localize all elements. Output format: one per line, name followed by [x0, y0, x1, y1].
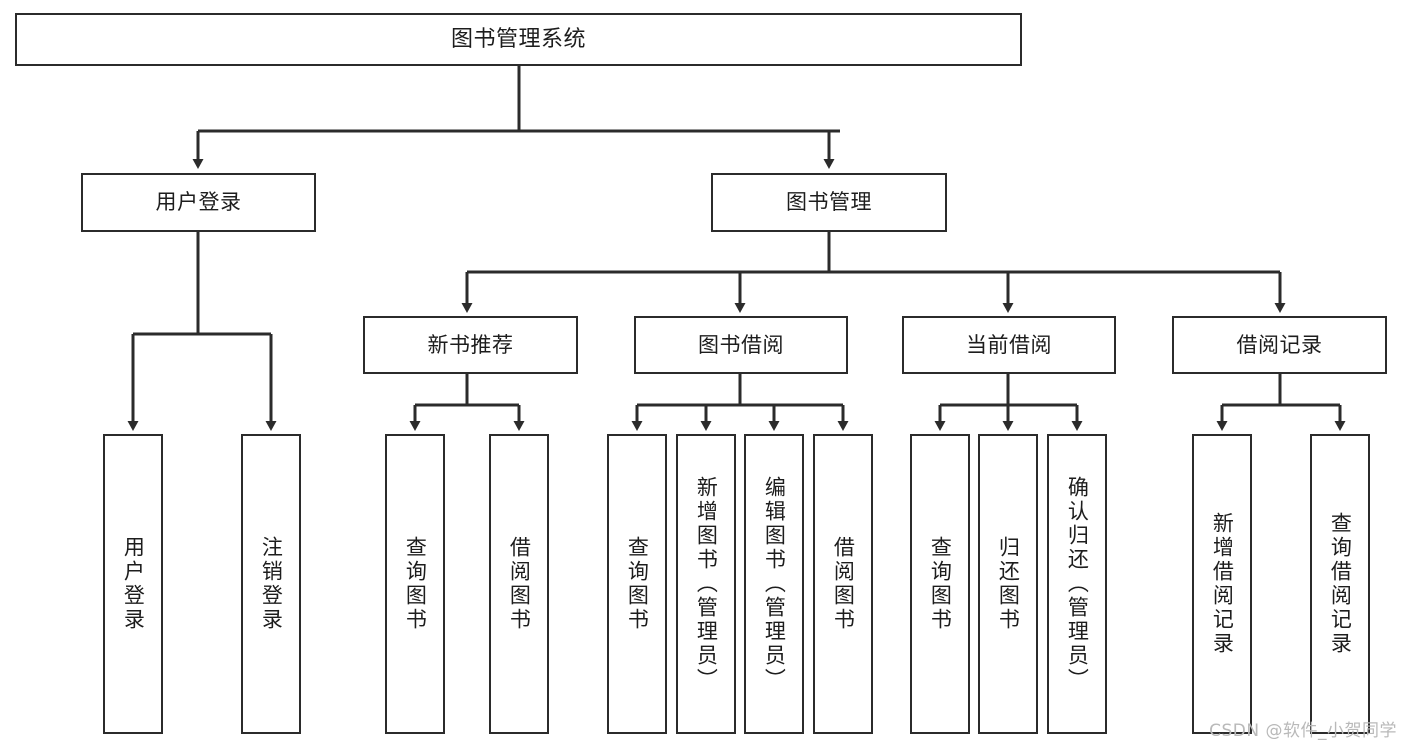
leaf-label: 查询图书 — [625, 536, 650, 632]
node-root-system[interactable]: 图书管理系统 — [15, 13, 1022, 66]
csdn-watermark: CSDN @软件_小贺同学 — [1209, 721, 1397, 741]
node-user-login[interactable]: 用户登录 — [81, 173, 316, 232]
leaf-borrow-edit-book[interactable]: 编辑图书（管理员） — [744, 434, 804, 734]
leaf-current-return-book[interactable]: 归还图书 — [978, 434, 1038, 734]
leaf-borrow-add-book[interactable]: 新增图书（管理员） — [676, 434, 736, 734]
leaf-record-add[interactable]: 新增借阅记录 — [1192, 434, 1252, 734]
leaf-record-query[interactable]: 查询借阅记录 — [1310, 434, 1370, 734]
node-book-borrow[interactable]: 图书借阅 — [634, 316, 848, 374]
leaf-label: 查询借阅记录 — [1328, 512, 1353, 656]
node-borrow-record[interactable]: 借阅记录 — [1172, 316, 1387, 374]
leaf-logout[interactable]: 注销登录 — [241, 434, 301, 734]
leaf-current-query-book[interactable]: 查询图书 — [910, 434, 970, 734]
leaf-label: 确认归还（管理员） — [1065, 476, 1090, 692]
leaf-new-book-borrow[interactable]: 借阅图书 — [489, 434, 549, 734]
leaf-label: 编辑图书（管理员） — [762, 476, 787, 692]
leaf-current-confirm-return[interactable]: 确认归还（管理员） — [1047, 434, 1107, 734]
leaf-label: 用户登录 — [121, 536, 146, 632]
leaf-user-login[interactable]: 用户登录 — [103, 434, 163, 734]
leaf-label: 归还图书 — [996, 536, 1021, 632]
leaf-label: 查询图书 — [928, 536, 953, 632]
leaf-label: 借阅图书 — [507, 536, 532, 632]
leaf-label: 借阅图书 — [831, 536, 856, 632]
node-book-management[interactable]: 图书管理 — [711, 173, 947, 232]
leaf-borrow-lend-book[interactable]: 借阅图书 — [813, 434, 873, 734]
leaf-label: 新增图书（管理员） — [694, 476, 719, 692]
leaf-label: 注销登录 — [259, 536, 284, 632]
leaf-label: 新增借阅记录 — [1210, 512, 1235, 656]
leaf-borrow-query-book[interactable]: 查询图书 — [607, 434, 667, 734]
leaf-label: 查询图书 — [403, 536, 428, 632]
node-new-book-recommend[interactable]: 新书推荐 — [363, 316, 578, 374]
leaf-new-book-query[interactable]: 查询图书 — [385, 434, 445, 734]
node-current-borrow[interactable]: 当前借阅 — [902, 316, 1116, 374]
